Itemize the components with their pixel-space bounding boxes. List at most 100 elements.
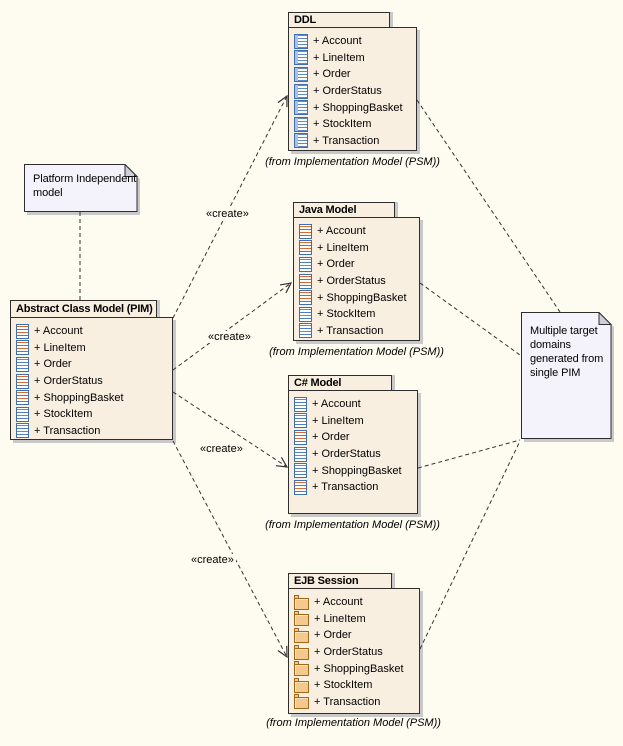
- connector-create-csharp[interactable]: [172, 391, 289, 468]
- class-icon: [294, 463, 307, 479]
- package-item[interactable]: + OrderStatus: [289, 644, 419, 661]
- table-icon: [294, 116, 308, 132]
- class-icon: [294, 413, 307, 429]
- connector-create-ejb[interactable]: [172, 440, 288, 659]
- item-label: + ShoppingBasket: [313, 101, 403, 114]
- class-icon: [16, 390, 29, 406]
- class-icon: [299, 223, 312, 239]
- package-item[interactable]: + Account: [289, 594, 419, 611]
- connector-trace-ddl[interactable]: [416, 99, 561, 313]
- package-item[interactable]: + Transaction: [294, 323, 419, 340]
- package-item[interactable]: + ShoppingBasket: [289, 660, 419, 677]
- package-title: Abstract Class Model (PIM): [16, 303, 153, 315]
- note-platform-independent[interactable]: Platform Independent model: [24, 163, 141, 216]
- item-label: + Account: [317, 225, 366, 238]
- connector-trace-ejb[interactable]: [419, 440, 521, 650]
- class-icon: [299, 323, 312, 339]
- item-label: + Order: [317, 258, 355, 271]
- item-label: + ShoppingBasket: [314, 662, 404, 675]
- package-title: Java Model: [299, 204, 357, 216]
- item-label: + StockItem: [313, 118, 372, 131]
- item-label: + ShoppingBasket: [317, 291, 407, 304]
- table-icon: [294, 133, 308, 149]
- item-label: + ShoppingBasket: [312, 464, 402, 477]
- note-multiple-targets[interactable]: Multiple target domains generated from s…: [521, 311, 615, 443]
- class-icon: [16, 340, 29, 356]
- class-icon: [299, 290, 312, 306]
- connector-trace-csharp[interactable]: [417, 439, 521, 469]
- package-item[interactable]: + Transaction: [11, 423, 172, 440]
- item-label: + Account: [312, 398, 361, 411]
- package-item[interactable]: + OrderStatus: [11, 373, 172, 390]
- table-icon: [294, 50, 308, 66]
- package-item[interactable]: + Order: [289, 66, 416, 83]
- class-icon: [16, 356, 29, 372]
- package-item[interactable]: + ShoppingBasket: [289, 99, 416, 116]
- package-item[interactable]: + LineItem: [289, 611, 419, 628]
- package-item[interactable]: + Account: [11, 323, 172, 340]
- package-item[interactable]: + LineItem: [289, 50, 416, 67]
- item-label: + Transaction: [317, 324, 384, 337]
- package-item[interactable]: + StockItem: [289, 677, 419, 694]
- package-body: + Account + LineItem + Order + OrderStat…: [288, 390, 418, 514]
- item-label: + ShoppingBasket: [34, 391, 124, 404]
- connector-create-ddl[interactable]: [172, 94, 288, 319]
- item-label: + LineItem: [312, 414, 364, 427]
- package-item[interactable]: + Order: [11, 356, 172, 373]
- note-shape: [24, 163, 140, 215]
- item-label: + Account: [314, 596, 363, 609]
- item-label: + Order: [34, 358, 72, 371]
- package-item[interactable]: + LineItem: [11, 340, 172, 357]
- package-tab: EJB Session: [288, 573, 392, 589]
- item-label: + OrderStatus: [314, 646, 383, 659]
- package-item[interactable]: + Transaction: [289, 479, 417, 496]
- folder-icon: [294, 627, 309, 643]
- folder-icon: [294, 677, 309, 693]
- from-label-ddl: (from Implementation Model (PSM)): [265, 156, 440, 168]
- package-item[interactable]: + Order: [289, 627, 419, 644]
- item-label: + Order: [312, 431, 350, 444]
- folder-icon: [294, 661, 309, 677]
- folder-icon: [294, 644, 309, 660]
- package-item[interactable]: + Account: [289, 396, 417, 413]
- package-item[interactable]: + Transaction: [289, 133, 416, 150]
- package-body: + Account + LineItem + Order + OrderStat…: [288, 27, 417, 151]
- package-item[interactable]: + LineItem: [289, 413, 417, 430]
- package-item[interactable]: + Account: [289, 33, 416, 50]
- item-label: + OrderStatus: [313, 85, 382, 98]
- class-icon: [294, 479, 307, 495]
- package-item[interactable]: + Transaction: [289, 694, 419, 711]
- item-label: + LineItem: [34, 341, 86, 354]
- item-label: + Account: [34, 325, 83, 338]
- package-item[interactable]: + StockItem: [11, 406, 172, 423]
- connector-trace-java[interactable]: [419, 282, 521, 356]
- create-label-java: «create»: [206, 331, 253, 343]
- item-label: + StockItem: [314, 679, 373, 692]
- package-item[interactable]: + OrderStatus: [294, 273, 419, 290]
- class-icon: [16, 406, 29, 422]
- package-tab: Java Model: [293, 202, 395, 218]
- from-label-ejb: (from Implementation Model (PSM)): [266, 717, 441, 729]
- table-icon: [294, 33, 308, 49]
- package-item[interactable]: + Order: [289, 429, 417, 446]
- package-title: DDL: [294, 14, 317, 26]
- item-label: + Transaction: [313, 134, 380, 147]
- create-label-ejb: «create»: [189, 554, 236, 566]
- package-item[interactable]: + Account: [294, 223, 419, 240]
- item-label: + OrderStatus: [34, 375, 103, 388]
- package-item[interactable]: + OrderStatus: [289, 83, 416, 100]
- package-item[interactable]: + ShoppingBasket: [294, 289, 419, 306]
- package-item[interactable]: + StockItem: [294, 306, 419, 323]
- package-item[interactable]: + ShoppingBasket: [289, 462, 417, 479]
- package-item[interactable]: + OrderStatus: [289, 446, 417, 463]
- package-item[interactable]: + Order: [294, 256, 419, 273]
- package-item[interactable]: + StockItem: [289, 116, 416, 133]
- class-icon: [299, 256, 312, 272]
- package-item[interactable]: + LineItem: [294, 240, 419, 257]
- class-icon: [16, 423, 29, 439]
- create-label-ddl: «create»: [204, 208, 251, 220]
- package-item[interactable]: + ShoppingBasket: [11, 389, 172, 406]
- note-shape: [521, 311, 614, 442]
- table-icon: [294, 100, 308, 116]
